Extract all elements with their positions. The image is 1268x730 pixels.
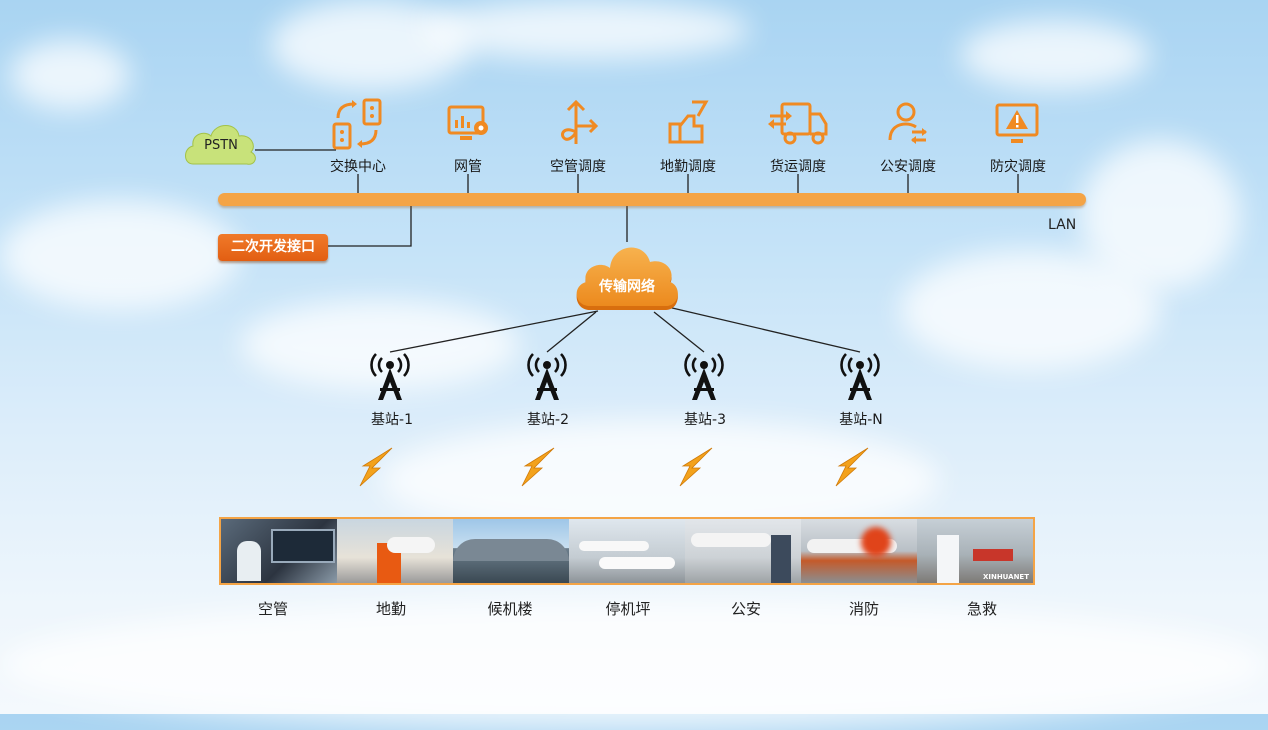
system-label-switch-center: 交换中心 [330, 159, 386, 175]
photo-apron [569, 519, 685, 583]
switch-center-icon [332, 98, 382, 150]
transport-network-label: 传输网络 [599, 279, 655, 295]
terminal-label-terminal-building: 候机楼 [487, 600, 533, 618]
system-label-air-traffic-dispatch: 空管调度 [550, 159, 606, 175]
photo-ground-crew [337, 519, 453, 583]
photo-watermark: XINHUANET [982, 573, 1029, 581]
base-station-tower-icon [684, 353, 724, 400]
terminal-label-first-aid: 急救 [966, 600, 998, 618]
base-station-label-2: 基站-2 [527, 412, 569, 428]
base-station-label-n: 基站-N [839, 412, 883, 428]
base-station-label-1: 基站-1 [371, 412, 413, 428]
system-label-police-dispatch: 公安调度 [880, 159, 936, 175]
lan-label: LAN [1048, 217, 1077, 233]
terminal-label-apron: 停机坪 [605, 600, 651, 618]
terminal-label-police: 公安 [730, 600, 762, 618]
base-station-tower-icon [840, 353, 880, 400]
photo-fire-fighting [801, 519, 917, 583]
terminal-label-fire: 消防 [848, 600, 880, 618]
pstn-label: PSTN [204, 138, 238, 153]
connection-lines [255, 149, 1019, 353]
wireless-signal-icon [835, 447, 869, 487]
photo-air-traffic-control [221, 519, 337, 583]
wireless-signal-icon [521, 447, 555, 487]
police-dispatch-icon [888, 102, 927, 144]
lan-bus [218, 193, 1086, 206]
wireless-signal-icon [359, 447, 393, 487]
disaster-prevention-dispatch-icon [995, 103, 1039, 143]
ground-service-dispatch-icon [668, 100, 709, 144]
base-station-label-3: 基站-3 [684, 412, 726, 428]
wireless-signal-icon [679, 447, 713, 487]
system-label-cargo-dispatch: 货运调度 [770, 159, 826, 175]
terminal-label-ground-service: 地勤 [375, 600, 407, 618]
photo-police [685, 519, 801, 583]
terminal-photo-strip: XINHUANET [219, 517, 1035, 585]
photo-first-aid: XINHUANET [917, 519, 1033, 583]
secondary-dev-api-button[interactable]: 二次开发接口 [218, 234, 328, 261]
base-station-tower-icon [370, 353, 410, 400]
network-management-icon [447, 105, 488, 140]
terminal-label-air-traffic: 空管 [257, 600, 289, 618]
cargo-dispatch-icon [768, 102, 828, 145]
base-station-tower-icon [527, 353, 567, 400]
transport-network-cloud [576, 247, 678, 310]
air-traffic-dispatch-icon [561, 99, 599, 144]
system-label-disaster-dispatch: 防灾调度 [990, 159, 1046, 175]
photo-terminal-building [453, 519, 569, 583]
system-label-ground-dispatch: 地勤调度 [660, 159, 716, 175]
system-label-network-management: 网管 [454, 159, 482, 175]
pstn-cloud [185, 125, 256, 165]
